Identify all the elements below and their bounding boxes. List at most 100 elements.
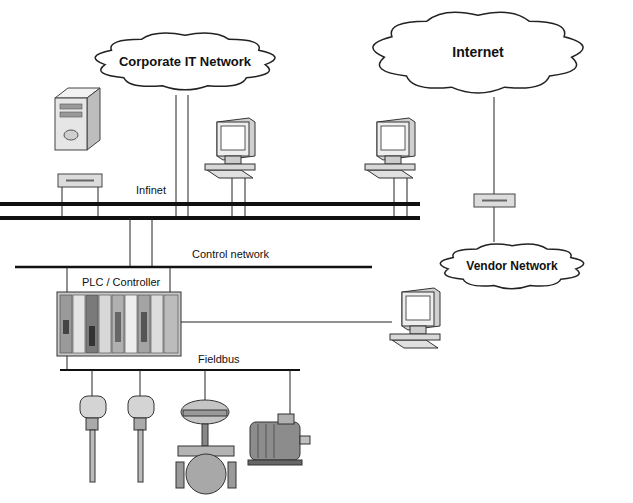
firewall-box [474,194,515,207]
network-wire [170,267,171,292]
monitor-stand [410,326,426,334]
server-disk [64,130,78,140]
network-wire [176,95,177,218]
transmitter-icon [80,396,106,482]
plc-terminal [115,312,121,342]
motor-icon [248,414,310,465]
keyboard [392,340,438,348]
cloud-shape [95,33,275,90]
plc-module [86,295,98,353]
network-wire [152,218,153,267]
server-front [55,98,87,150]
bus-label: PLC / Controller [80,276,162,289]
cloud-shape [373,12,583,93]
network-wire [407,178,408,218]
switch-box [58,174,102,187]
transmitter-neck [134,418,146,430]
switch-slot [66,180,94,182]
cloud-network: Corporate IT Network [91,28,279,94]
cloud-network: Vendor Network [437,240,587,292]
cloud-shape [440,244,583,289]
monitor-stand [225,156,241,164]
monitor-front [217,122,249,156]
network-wire [245,178,246,218]
motor-shaft [300,436,310,444]
network-wire [130,218,131,267]
transmitter-probe [138,430,143,482]
infinet-bus [0,216,420,220]
server-icon [55,88,100,150]
valve-body [186,454,226,494]
fieldbus-line [60,369,300,371]
network-wire [92,370,93,396]
plc-port [63,320,69,334]
rack-frame [57,292,181,356]
cloud-network: Internet [368,5,588,99]
transmitter-probe [90,430,95,482]
firewall-slot [482,200,507,202]
network-wire [67,356,68,370]
monitor-screen [406,296,430,320]
monitor-screen [381,126,405,150]
monitor-case [377,118,415,160]
computer-base [205,164,255,170]
transmitter-head [80,396,106,418]
valve-flange [228,462,236,488]
transmitter-icon [128,396,154,482]
plc-module [99,295,111,353]
cloud-label: Vendor Network [466,259,557,273]
computer-base [365,164,415,170]
plc-module [112,295,124,353]
computer-icon [390,288,440,348]
monitor-case [217,118,255,160]
valve-actuator [181,400,229,424]
cloud-label: Corporate IT Network [119,54,251,69]
plc-module [73,295,85,353]
valve-stem [202,424,208,446]
transmitter-neck [86,418,98,430]
monitor-front [377,122,409,156]
network-link [494,97,495,242]
motor-fin [274,424,275,458]
network-wire [140,370,141,396]
infinet-bus [0,202,420,206]
control-network-bus [15,266,372,269]
motor-fin [258,424,259,458]
network-wire [290,370,291,420]
keyboard [367,170,413,178]
bus-label: Fieldbus [196,353,242,366]
drive-bay [60,112,82,117]
plc-module [138,295,150,353]
keyboard [207,170,253,178]
actuator-rim [183,410,227,416]
cloud-label: Internet [452,44,503,60]
bus-label: Control network [190,248,271,261]
server-side [87,88,100,150]
monitor-stand [385,156,401,164]
network-switch [58,174,102,187]
network-wire [205,370,206,400]
plc-module [125,295,137,353]
drive-bay [60,104,82,109]
monitor-case [402,288,440,330]
transmitter-head [128,396,154,418]
motor-foot [248,460,302,465]
monitor-screen [221,126,245,150]
computer-base [390,334,440,340]
network-wire [181,322,392,323]
network-wire [394,178,395,218]
firewall-icon [474,194,515,207]
plc-module [164,295,178,353]
motor-fin [266,424,267,458]
network-wire [188,95,189,218]
valve-flange [176,462,184,488]
network-wire [232,178,233,218]
computer-icon [365,118,415,178]
plc-module [60,295,72,353]
computer-icon [205,118,255,178]
valve-icon [176,400,236,494]
network-wire [67,267,68,292]
plc-module [151,295,163,353]
plc-port [89,326,95,346]
